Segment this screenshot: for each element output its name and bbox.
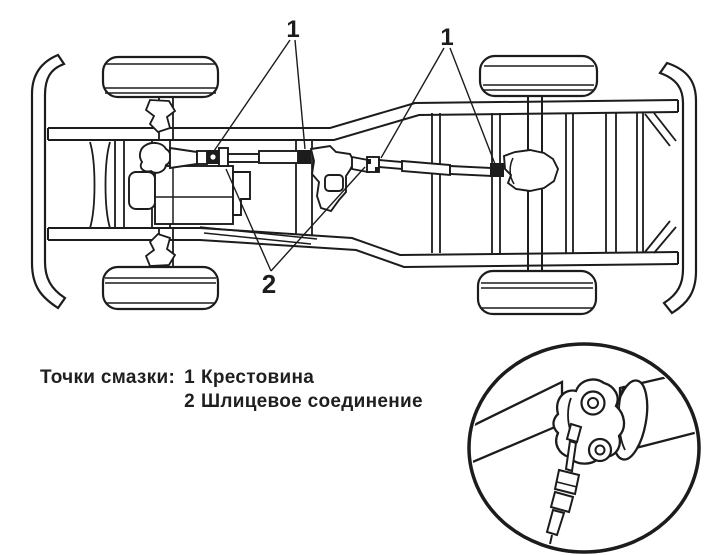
frame-rails: [47, 99, 679, 269]
rear-bumper: [658, 61, 698, 315]
front-axle: [144, 96, 177, 270]
gearbox: [232, 171, 251, 216]
legend-item-text: Крестовина: [200, 367, 315, 388]
callout-leader-lines: [213, 39, 496, 272]
chassis-top-view-diagram: 1 1 2: [30, 16, 698, 316]
legend-item-number: 2: [184, 391, 195, 412]
front-left-knuckle: [144, 99, 177, 134]
legend-prefix: Точки смазки:: [40, 367, 176, 388]
driveline: [207, 144, 560, 213]
inset-circle-border: [467, 342, 701, 554]
spline-slip-yoke-front: [218, 147, 229, 167]
wheel-rear-right: [476, 269, 598, 316]
front-left-lower-knuckle: [144, 232, 177, 267]
wheel-front-left: [101, 55, 220, 99]
rear-differential: [502, 149, 560, 192]
ujoint-front-2: [298, 150, 311, 164]
inset-grease-hose: [545, 422, 583, 545]
tailshaft-cone: [169, 146, 198, 170]
engine-transmission: [128, 141, 318, 245]
oil-pan: [128, 171, 156, 210]
valve-cover: [138, 141, 172, 174]
ujoint-detail-inset: [467, 342, 701, 554]
legend-item-text: Шлицевое соединение: [200, 391, 423, 412]
front-propshaft-tube: [258, 150, 299, 164]
rear-propshaft-tube: [401, 159, 451, 177]
wheels: [101, 54, 599, 316]
inset-left-shaft: [472, 380, 564, 466]
engine-block: [154, 165, 234, 225]
ujoint-rear: [490, 163, 504, 177]
legend-item-number: 1: [184, 367, 195, 388]
callout-label-rear-joints: 1: [440, 24, 453, 51]
front-bumper: [30, 53, 67, 310]
callout-label-splines: 2: [262, 269, 276, 299]
callout-label-front-joints: 1: [286, 16, 299, 43]
